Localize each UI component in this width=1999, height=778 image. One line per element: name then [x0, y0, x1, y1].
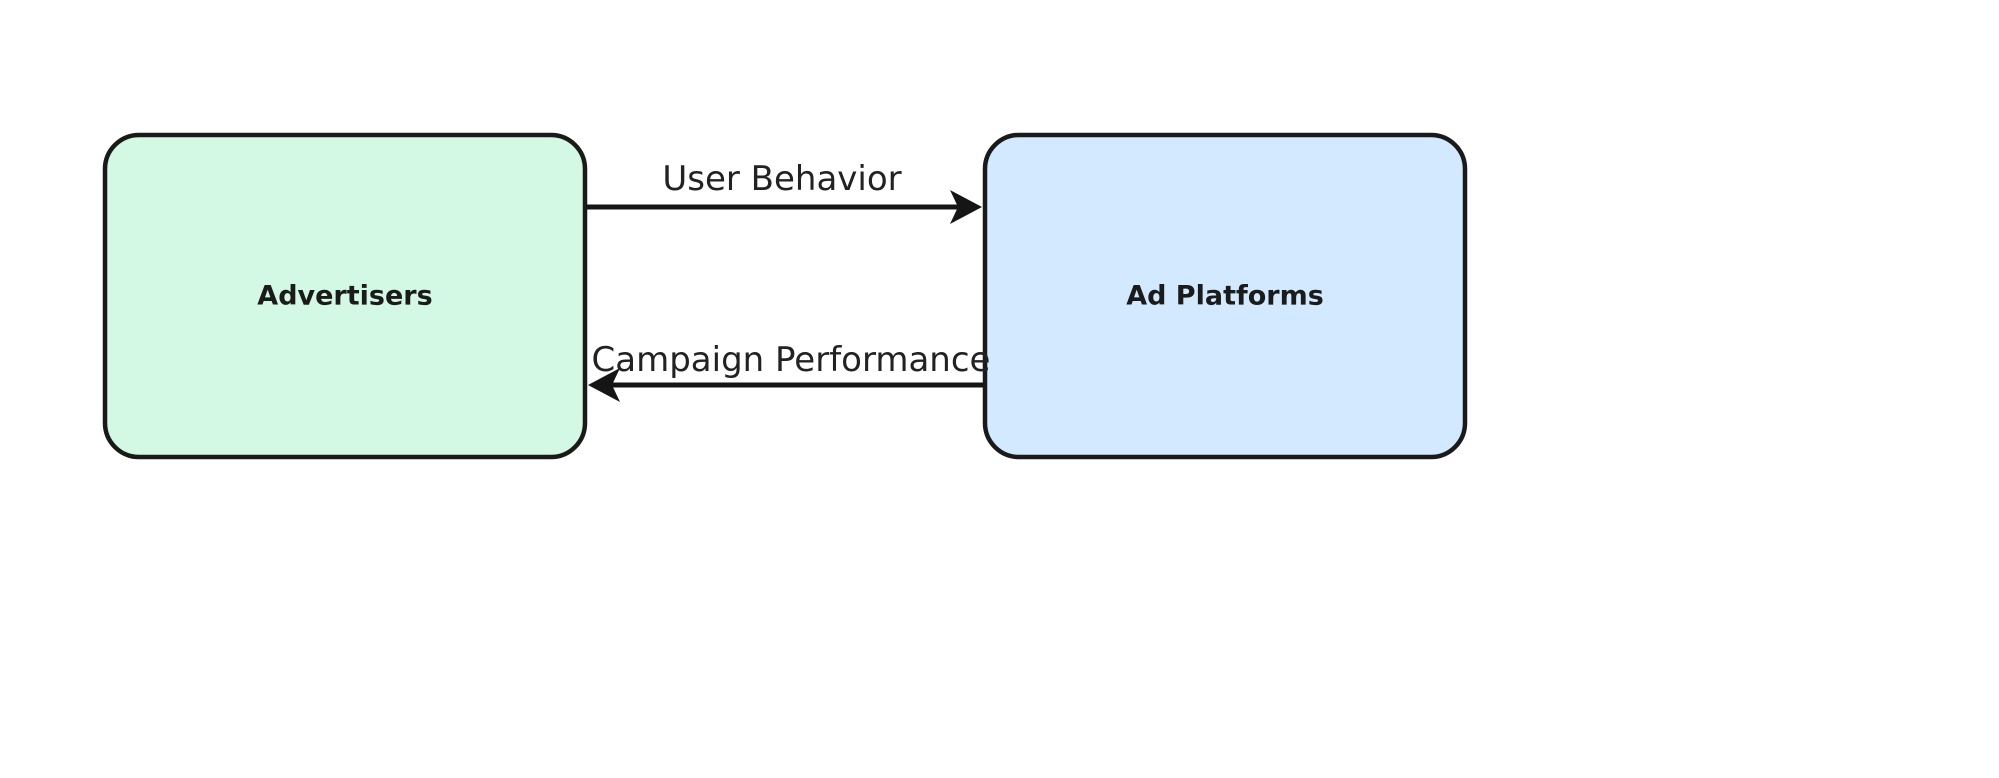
node-advertisers-label: Advertisers [257, 281, 432, 312]
node-ad-platforms-shape[interactable] [982, 132, 1468, 460]
edge-user-behavior-label: User Behavior [662, 159, 901, 199]
node-ad-platforms[interactable]: Ad Platforms [982, 132, 1468, 460]
edge-campaign-performance-arrowhead-icon [588, 368, 620, 402]
edge-campaign-performance[interactable]: Campaign Performance [588, 340, 990, 402]
edge-user-behavior[interactable]: User Behavior [586, 159, 982, 224]
node-ad-platforms-label: Ad Platforms [1126, 281, 1324, 312]
edge-user-behavior-arrowhead-icon [950, 190, 982, 224]
node-advertisers[interactable]: Advertisers [102, 132, 588, 460]
node-advertisers-shape[interactable] [102, 132, 588, 460]
edge-campaign-performance-label: Campaign Performance [592, 340, 991, 380]
